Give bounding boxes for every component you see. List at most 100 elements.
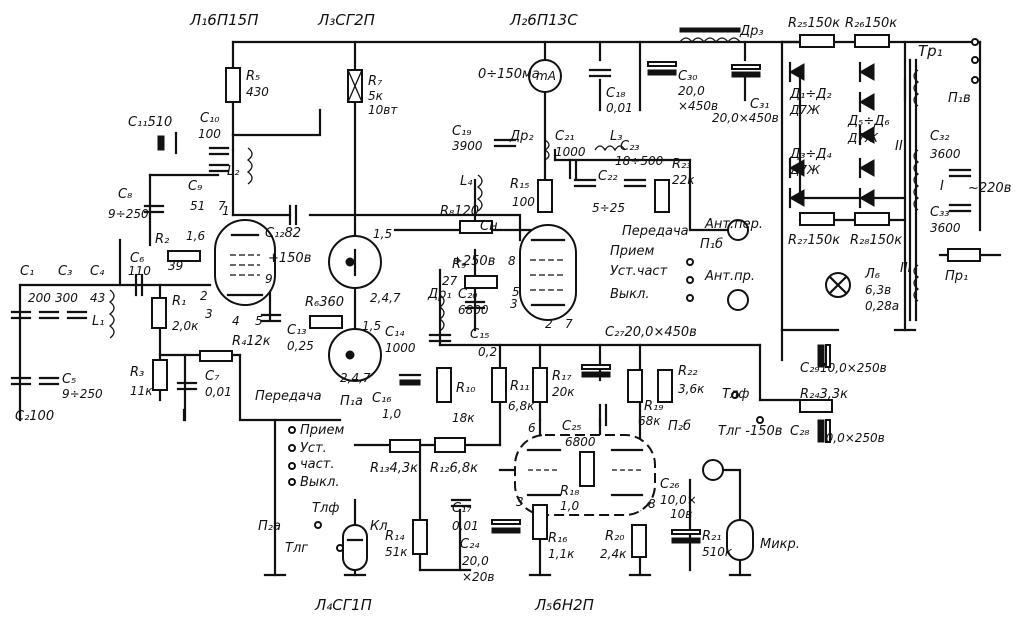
label-r24: R₂₄3,3к	[800, 387, 848, 402]
label-c7: C₇	[205, 369, 220, 384]
pin-8: 8	[508, 254, 516, 268]
label-r25: R₂₅150к	[788, 16, 840, 31]
label-w2: II	[895, 139, 903, 154]
pin-247b: 2,4,7	[340, 371, 371, 385]
label-r27: R₂₇150к	[788, 233, 840, 248]
label-r22v: 3,6к	[678, 382, 705, 396]
label-c9v: 51	[190, 199, 205, 213]
label-r4: R₄12к	[232, 334, 271, 349]
label-c14v: 1000	[385, 341, 416, 355]
label-c33: C₃₃	[930, 205, 950, 220]
label-modeb-0: Передача	[622, 224, 689, 239]
label-c24: C₂₄	[460, 537, 480, 552]
label-d1: Д₁÷Д₂	[789, 87, 832, 102]
label-tlf-b: Тлф	[722, 387, 749, 402]
label-r1v: 2,0к	[172, 319, 199, 333]
label-mode-4: Выкл.	[300, 475, 339, 490]
pin-7b: 7	[565, 317, 573, 331]
label-r3v: 11к	[130, 384, 153, 398]
label-l3-coil: L₃	[610, 129, 622, 144]
label-c11: C₁₁510	[128, 115, 172, 130]
pin-9: 9	[265, 272, 273, 286]
label-c16: C₁₆	[372, 391, 392, 406]
tube-l3	[328, 235, 382, 289]
label-d5t: Д7Ж	[847, 131, 879, 145]
label-c1: C₁	[20, 264, 34, 279]
label-r18: R₁₈	[560, 484, 579, 499]
label-c15: C₁₅	[470, 327, 490, 342]
label-c3: C₃	[58, 264, 72, 279]
label-p1b: П₁б	[700, 237, 723, 252]
label-l6-v: 6,3в	[865, 283, 891, 297]
label-c24w: ×20в	[462, 570, 494, 584]
label-c8v: 9÷250	[108, 207, 149, 221]
label-modeb-3: Выкл.	[610, 287, 649, 302]
label-mode-2: Уст.	[300, 441, 327, 456]
label-meter-ma: mA	[536, 69, 556, 83]
label-mode-3: част.	[300, 457, 335, 472]
label-c18: C₁₈	[606, 86, 626, 101]
label-c26: C₂₆	[660, 477, 680, 492]
pin-6: 6	[528, 421, 536, 435]
label-w3: III	[900, 261, 912, 276]
label-p1v: П₁в	[948, 91, 971, 106]
label-key: Кл	[370, 519, 388, 534]
label-c24v: 20,0	[462, 554, 489, 568]
meter-ma	[528, 59, 562, 93]
label-l2-coil: L₂	[227, 164, 239, 179]
pin-3: 3	[205, 307, 213, 321]
tube-l2	[519, 224, 577, 321]
label-r5v: 430	[246, 85, 269, 99]
label-r22: R₂₂	[678, 364, 697, 379]
label-c10: C₁₀	[200, 111, 220, 126]
label-tlg-a: Тлг	[285, 541, 308, 556]
label-v250: +250в	[452, 254, 495, 269]
label-c22: C₂₂	[598, 169, 618, 184]
label-p1a: П₁а	[340, 394, 363, 409]
label-c15v: 0,2	[478, 345, 497, 359]
label-c30: C₃₀	[678, 69, 698, 84]
label-r20: R₂₀	[605, 529, 625, 544]
label-c17: C₁₇	[452, 501, 472, 516]
label-d3t: Д7Ж	[789, 163, 821, 177]
label-mode-1: Прием	[300, 423, 344, 438]
label-r10: R₁₀	[456, 381, 476, 396]
label-mode-0: Передача	[255, 389, 322, 404]
label-p2a: П₂а	[258, 519, 281, 534]
pin-3b: 3	[510, 297, 518, 311]
label-c20: C₂₀	[458, 287, 478, 302]
label-r6: R₆360	[305, 295, 344, 310]
pin-4: 4	[232, 314, 240, 328]
label-d3: Д₃÷Д₄	[789, 147, 832, 162]
label-r14: R₁₄	[385, 529, 405, 544]
pin-3c: 3	[516, 495, 524, 509]
label-r9v: 27	[442, 274, 458, 288]
label-r21: R₂₁	[702, 529, 721, 544]
pin-5b: 5	[512, 285, 520, 299]
label-c29v: 10,0×250в	[820, 361, 887, 375]
label-l1-coil: L₁	[92, 314, 104, 329]
pin-15b: 1,5	[362, 319, 381, 333]
label-r19v: 68к	[638, 414, 661, 428]
label-c29: C₂₉	[800, 361, 820, 376]
label-r26: R₂₆150к	[845, 16, 897, 31]
label-r5: R₅	[246, 69, 260, 84]
label-v150: +150в	[268, 251, 311, 266]
label-c30w: ×450в	[678, 99, 718, 113]
label-c5: C₅	[62, 372, 76, 387]
label-c31v: 20,0×450в	[712, 111, 779, 125]
label-c19: C₁₉	[452, 124, 472, 139]
label-c21: C₂₁	[555, 129, 575, 144]
label-r11: R₁₁	[510, 379, 529, 394]
pin-1: 1	[222, 204, 230, 218]
label-l6: Л₆	[864, 267, 880, 282]
label-r16v: 1,1к	[548, 547, 575, 561]
pin-2b: 2	[545, 317, 553, 331]
label-l5: Л₅6Н2П	[534, 596, 594, 614]
tube-l3b	[328, 328, 382, 382]
label-c17v: 0,01	[452, 519, 479, 533]
inductors	[108, 27, 920, 339]
label-c5v: 9÷250	[62, 387, 103, 401]
label-c4v: 43	[90, 291, 105, 305]
